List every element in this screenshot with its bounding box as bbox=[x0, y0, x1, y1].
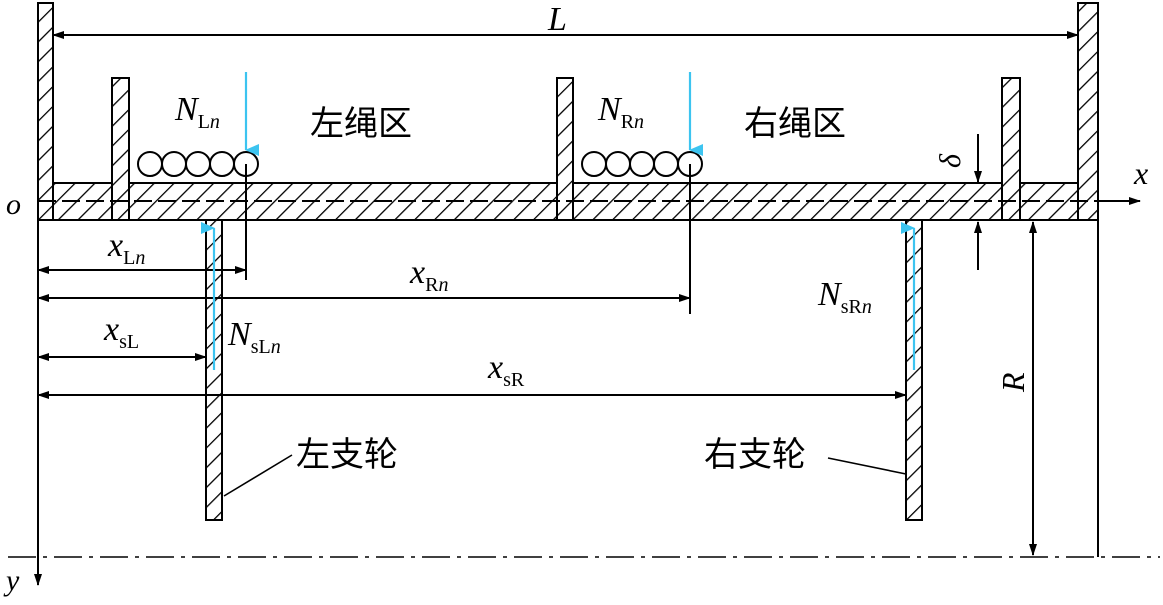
left-rim bbox=[111, 77, 130, 221]
rope-coils-right bbox=[581, 151, 703, 177]
label-NsRn: NsRn bbox=[817, 276, 872, 318]
label-delta: δ bbox=[934, 153, 967, 168]
label-NLn: NLn bbox=[174, 91, 220, 133]
axes bbox=[8, 197, 1160, 586]
leader-right-wheel bbox=[827, 457, 907, 475]
label-L: L bbox=[547, 1, 567, 38]
dimensions bbox=[37, 31, 1079, 556]
label-xsR: xsR bbox=[487, 349, 525, 391]
label-NsLn: NsLn bbox=[227, 316, 281, 358]
load-arrows bbox=[201, 72, 916, 370]
left-end-flange bbox=[37, 2, 54, 221]
label-NRn: NRn bbox=[597, 91, 644, 133]
label-x-axis: x bbox=[1133, 155, 1148, 191]
right-rim bbox=[1001, 77, 1021, 221]
label-left-support-wheel: 左支轮 bbox=[296, 435, 398, 475]
label-o: o bbox=[6, 188, 21, 221]
right-end-flange bbox=[1077, 2, 1099, 221]
label-xRn: xRn bbox=[409, 254, 448, 296]
drum-body bbox=[37, 2, 1099, 521]
label-y-axis: y bbox=[3, 564, 20, 597]
label-left-rope-zone: 左绳区 bbox=[310, 104, 412, 144]
label-right-rope-zone: 右绳区 bbox=[744, 104, 846, 144]
label-right-support-wheel: 右支轮 bbox=[704, 435, 806, 475]
middle-rim bbox=[556, 77, 574, 221]
label-xsL: xsL bbox=[103, 311, 139, 353]
rope-coils-left bbox=[137, 151, 259, 177]
leader-left-wheel bbox=[223, 454, 293, 497]
label-xLn: xLn bbox=[107, 227, 145, 269]
label-R: R bbox=[995, 372, 1031, 393]
